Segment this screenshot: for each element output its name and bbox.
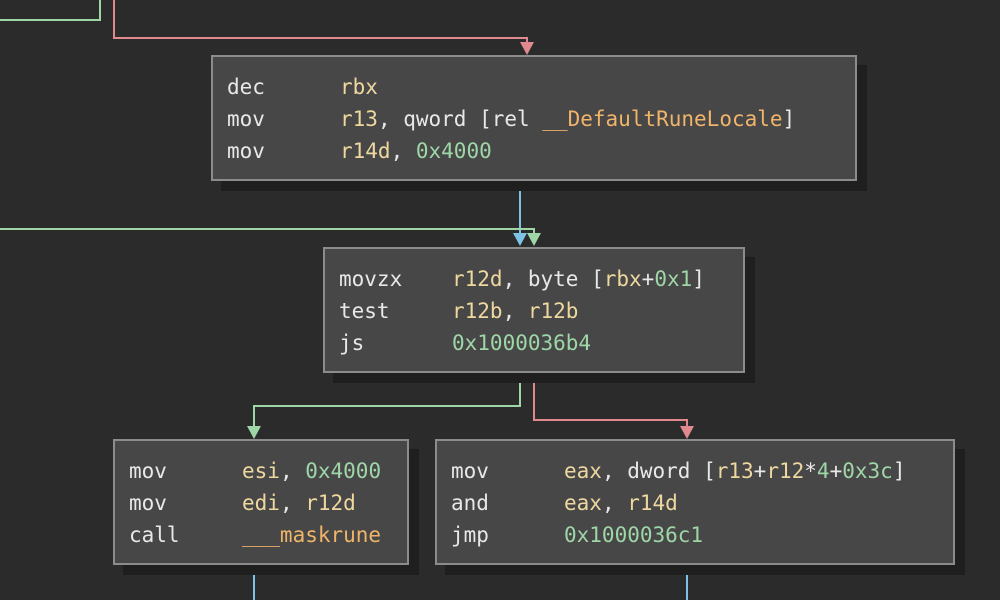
number-token[interactable]: 0x1000036b4 bbox=[452, 331, 592, 355]
symbol-token[interactable]: __DefaultRuneLocale bbox=[542, 107, 783, 131]
punctuation-token: ] bbox=[692, 267, 705, 291]
operands: ___maskrune bbox=[242, 519, 381, 551]
mnemonic: mov bbox=[227, 107, 265, 131]
instruction-line[interactable]: jmp 0x1000036c1 bbox=[451, 519, 953, 551]
punctuation-token: + bbox=[829, 459, 843, 483]
register-token[interactable]: eax bbox=[564, 459, 602, 483]
mnemonic: jmp bbox=[451, 523, 489, 547]
register-token[interactable]: edi bbox=[242, 491, 280, 515]
number-token[interactable]: 0x1 bbox=[654, 267, 693, 291]
instruction-line[interactable]: and eax, r14d bbox=[451, 487, 953, 519]
register-token[interactable]: esi bbox=[242, 459, 280, 483]
operands: 0x1000036b4 bbox=[452, 327, 591, 359]
instruction-line[interactable]: mov edi, r12d bbox=[129, 487, 407, 519]
number-token[interactable]: 0x4000 bbox=[305, 459, 382, 483]
punctuation-token: , bbox=[502, 299, 528, 323]
operands: r13, qword [rel __DefaultRuneLocale] bbox=[340, 103, 795, 135]
arrowhead-green-block-3 bbox=[247, 426, 261, 439]
register-token[interactable]: eax bbox=[564, 491, 602, 515]
instruction-line[interactable]: call ___maskrune bbox=[129, 519, 407, 551]
punctuation-token: , bbox=[279, 491, 306, 515]
symbol-token[interactable]: ___maskrune bbox=[242, 523, 382, 547]
register-token[interactable]: r13 bbox=[715, 459, 754, 483]
register-token[interactable]: r12b bbox=[452, 299, 503, 323]
operands: 0x1000036c1 bbox=[564, 519, 703, 551]
arrowhead-red-block-1 bbox=[520, 42, 534, 55]
mnemonic: call bbox=[129, 523, 180, 547]
register-token[interactable]: rbx bbox=[340, 75, 378, 99]
number-token[interactable]: 0x4000 bbox=[415, 139, 492, 163]
punctuation-token: , dword [ bbox=[601, 459, 716, 483]
edge-block-2-false-to-block-4 bbox=[533, 373, 688, 428]
instruction-line[interactable]: mov esi, 0x4000 bbox=[129, 455, 407, 487]
register-token[interactable]: r12 bbox=[766, 459, 805, 483]
punctuation-token: ] bbox=[782, 107, 796, 131]
mnemonic: mov bbox=[129, 491, 167, 515]
operands: r14d, 0x4000 bbox=[340, 135, 492, 167]
punctuation-token: , qword [rel bbox=[377, 107, 543, 131]
register-token[interactable]: r12d bbox=[452, 267, 503, 291]
operands: rbx bbox=[340, 71, 378, 103]
operands: r12d, byte [rbx+0x1] bbox=[452, 263, 705, 295]
punctuation-token: , byte [ bbox=[502, 267, 604, 291]
arrowhead-blue-block-2 bbox=[513, 233, 527, 246]
mnemonic: test bbox=[339, 299, 390, 323]
register-token[interactable]: r13 bbox=[340, 107, 378, 131]
arrowhead-green-block-2 bbox=[527, 233, 541, 246]
number-token[interactable]: 0x1000036c1 bbox=[564, 523, 704, 547]
mnemonic: mov bbox=[129, 459, 167, 483]
arrowhead-red-block-4 bbox=[680, 426, 694, 439]
edge-incoming-green-to-block-2 bbox=[0, 228, 535, 235]
operands: r12b, r12b bbox=[452, 295, 578, 327]
number-token[interactable]: 4 bbox=[816, 459, 830, 483]
operands: eax, r14d bbox=[564, 487, 678, 519]
mnemonic: dec bbox=[227, 75, 265, 99]
register-token[interactable]: r14d bbox=[627, 491, 678, 515]
edge-incoming-red-to-block-1 bbox=[113, 0, 528, 44]
punctuation-token: , bbox=[390, 139, 416, 163]
punctuation-token: + bbox=[641, 267, 655, 291]
punctuation-token: * bbox=[804, 459, 817, 483]
mnemonic: mov bbox=[227, 139, 265, 163]
instruction-line[interactable]: js 0x1000036b4 bbox=[339, 327, 743, 359]
register-token[interactable]: rbx bbox=[603, 267, 642, 291]
basic-block-3[interactable]: mov esi, 0x4000 mov edi, r12d call ___maskrun… bbox=[113, 439, 409, 565]
number-token[interactable]: 0x3c bbox=[842, 459, 893, 483]
mnemonic: js bbox=[339, 331, 365, 355]
register-token[interactable]: r12b bbox=[527, 299, 579, 323]
register-token[interactable]: r12d bbox=[305, 491, 356, 515]
instruction-line[interactable]: mov r14d, 0x4000 bbox=[227, 135, 855, 167]
edge-incoming-green-top bbox=[0, 0, 101, 21]
basic-block-1[interactable]: dec rbx mov r13, qword [rel __DefaultRuneLo… bbox=[211, 55, 857, 181]
operands: edi, r12d bbox=[242, 487, 356, 519]
operands: esi, 0x4000 bbox=[242, 455, 381, 487]
operands: eax, dword [r13+r12*4+0x3c] bbox=[564, 455, 905, 487]
mnemonic: movzx bbox=[339, 267, 403, 291]
punctuation-token: , bbox=[279, 459, 306, 483]
punctuation-token: ] bbox=[892, 459, 906, 483]
register-token[interactable]: r14d bbox=[340, 139, 391, 163]
mnemonic: mov bbox=[451, 459, 489, 483]
edge-block-2-true-to-block-3 bbox=[253, 373, 521, 428]
instruction-line[interactable]: dec rbx bbox=[227, 71, 855, 103]
punctuation-token: , bbox=[601, 491, 628, 515]
instruction-line[interactable]: test r12b, r12b bbox=[339, 295, 743, 327]
punctuation-token: + bbox=[753, 459, 767, 483]
mnemonic: and bbox=[451, 491, 489, 515]
instruction-line[interactable]: movzx r12d, byte [rbx+0x1] bbox=[339, 263, 743, 295]
instruction-line[interactable]: mov r13, qword [rel __DefaultRuneLocale] bbox=[227, 103, 855, 135]
